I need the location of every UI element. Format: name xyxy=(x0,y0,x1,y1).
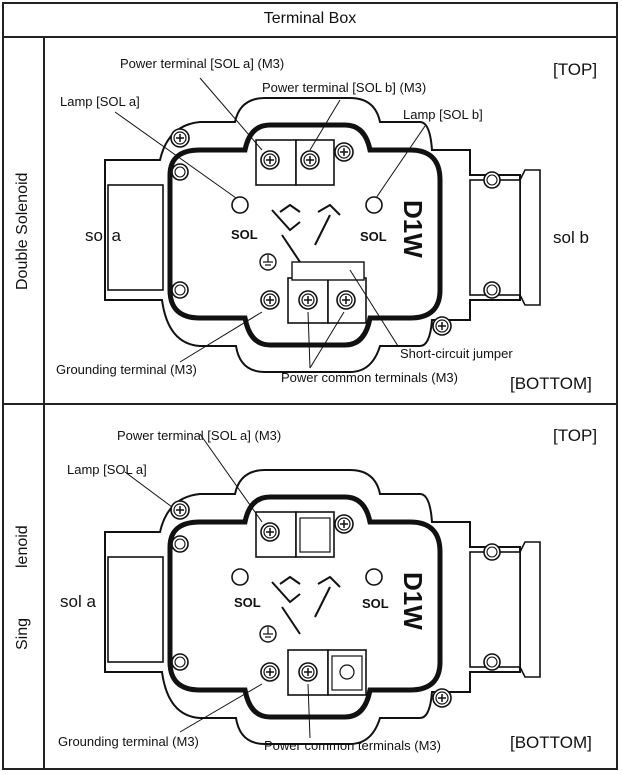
single-bottom-label: [BOTTOM] xyxy=(510,733,592,752)
single-power-sol-a-label: Power terminal [SOL a] (M3) xyxy=(117,428,282,443)
double-power-sol-a-label: Power terminal [SOL a] (M3) xyxy=(120,56,285,71)
single-sol-right-marking: SOL xyxy=(362,596,389,611)
double-power-sol-b-label: Power terminal [SOL b] (M3) xyxy=(262,80,427,95)
double-lamp-sol-b-label: Lamp [SOL b] xyxy=(403,107,483,122)
double-sol-a-label: sol a xyxy=(85,226,121,245)
double-model-marking: D1W xyxy=(398,200,428,258)
single-lamp-sol-a-label: Lamp [SOL a] xyxy=(67,462,147,477)
double-sol-b-label: sol b xyxy=(553,228,589,247)
double-top-label: [TOP] xyxy=(553,60,598,79)
page-title: Terminal Box xyxy=(263,10,357,27)
double-grounding-label: Grounding terminal (M3) xyxy=(56,362,197,377)
section-divider xyxy=(2,403,618,405)
double-bottom-label: [BOTTOM] xyxy=(510,374,592,393)
double-common-label: Power common terminals (M3) xyxy=(281,370,458,385)
double-solenoid-drawing xyxy=(105,77,540,372)
single-model-marking: D1W xyxy=(398,572,428,630)
single-solenoid-drawing xyxy=(105,433,540,744)
double-jumper-label: Short-circuit jumper xyxy=(400,346,513,361)
single-sol-left-marking: SOL xyxy=(234,595,261,610)
double-sol-right-marking: SOL xyxy=(360,229,387,244)
title-row: Terminal Box xyxy=(2,2,618,38)
label-column-divider xyxy=(43,38,45,770)
single-sol-a-label: sol a xyxy=(60,592,96,611)
single-common-label: Power common terminals (M3) xyxy=(264,738,441,753)
single-top-label: [TOP] xyxy=(553,426,598,445)
double-sol-left-marking: SOL xyxy=(231,227,258,242)
single-grounding-label: Grounding terminal (M3) xyxy=(58,734,199,749)
double-lamp-sol-a-label: Lamp [SOL a] xyxy=(60,94,140,109)
